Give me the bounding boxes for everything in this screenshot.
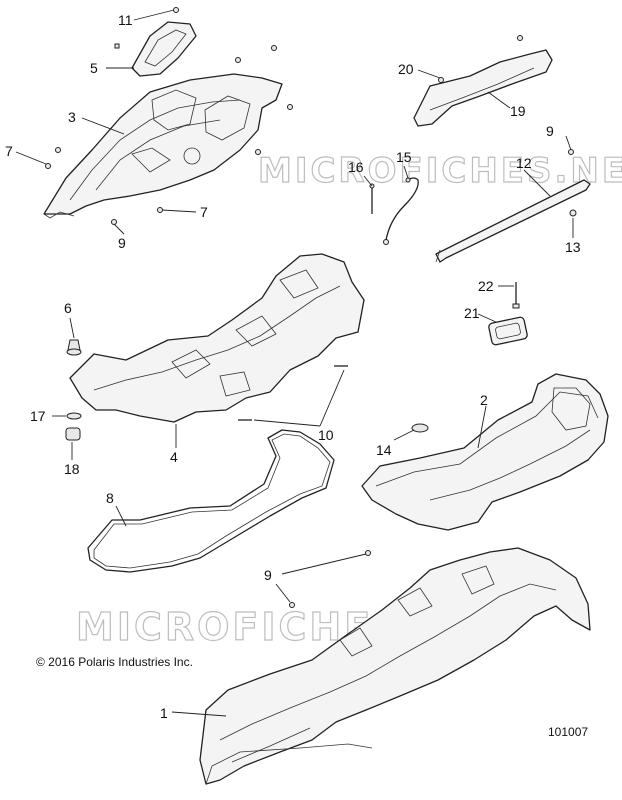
callout-11: 11	[118, 12, 133, 28]
part-19-bracket	[413, 35, 553, 127]
part-6-push-rivet	[66, 339, 82, 356]
callout-16: 16	[348, 159, 364, 175]
part-13-nut	[569, 209, 577, 217]
part-21-grommet	[488, 316, 528, 346]
callout-15: 15	[396, 149, 412, 165]
part-8-seal-inner	[93, 433, 331, 569]
part-8-seal	[87, 429, 335, 573]
callouts: 11 5 3 7 7 9 20 19 9 16 15 12 13 22 21 6…	[5, 12, 581, 721]
callout-9-top: 9	[118, 235, 126, 251]
part-9-screw-lower-b	[289, 602, 295, 608]
part-3-front-cover	[43, 73, 283, 219]
part-22-screw	[512, 282, 520, 309]
callout-7-lower: 7	[200, 204, 208, 220]
part-1-body-panel	[199, 547, 591, 785]
part-15-cable	[383, 177, 419, 245]
part-9-screw-lower-a	[365, 550, 371, 556]
callout-8: 8	[106, 490, 114, 506]
part-3-fasteners	[45, 45, 293, 225]
callout-6: 6	[64, 300, 72, 316]
callout-17: 17	[30, 408, 46, 424]
part-4-skid-plate	[69, 253, 365, 423]
part-10-pins	[238, 365, 348, 421]
callout-20: 20	[398, 61, 414, 77]
callout-18: 18	[64, 461, 80, 477]
part-18-grommet	[65, 427, 81, 441]
callout-5: 5	[90, 60, 98, 76]
part-5-bracket	[131, 21, 197, 77]
callout-14: 14	[376, 442, 392, 458]
callout-21: 21	[464, 305, 480, 321]
callout-10: 10	[318, 427, 334, 443]
callout-7-left: 7	[5, 143, 13, 159]
part-9-screw-right	[568, 149, 574, 155]
callout-2: 2	[480, 392, 488, 408]
callout-13: 13	[565, 239, 581, 255]
callout-19: 19	[510, 103, 526, 119]
part-17-washer	[66, 412, 82, 420]
part-12-strap	[435, 179, 591, 263]
callout-12: 12	[516, 155, 532, 171]
callout-4: 4	[170, 449, 178, 465]
leader-lines	[15, 9, 574, 717]
callout-3: 3	[68, 109, 76, 125]
copyright-text: © 2016 Polaris Industries Inc.	[36, 655, 193, 669]
part-11-screws	[114, 7, 179, 49]
diagram-number: 101007	[548, 725, 588, 739]
callout-22: 22	[478, 278, 494, 294]
callout-9-lower: 9	[264, 567, 272, 583]
callout-1: 1	[160, 705, 168, 721]
watermark-top: MICROFICHES.NET	[258, 151, 622, 191]
part-20-screw	[438, 77, 444, 83]
part-14-clip	[411, 423, 429, 433]
callout-9-right: 9	[546, 123, 554, 139]
